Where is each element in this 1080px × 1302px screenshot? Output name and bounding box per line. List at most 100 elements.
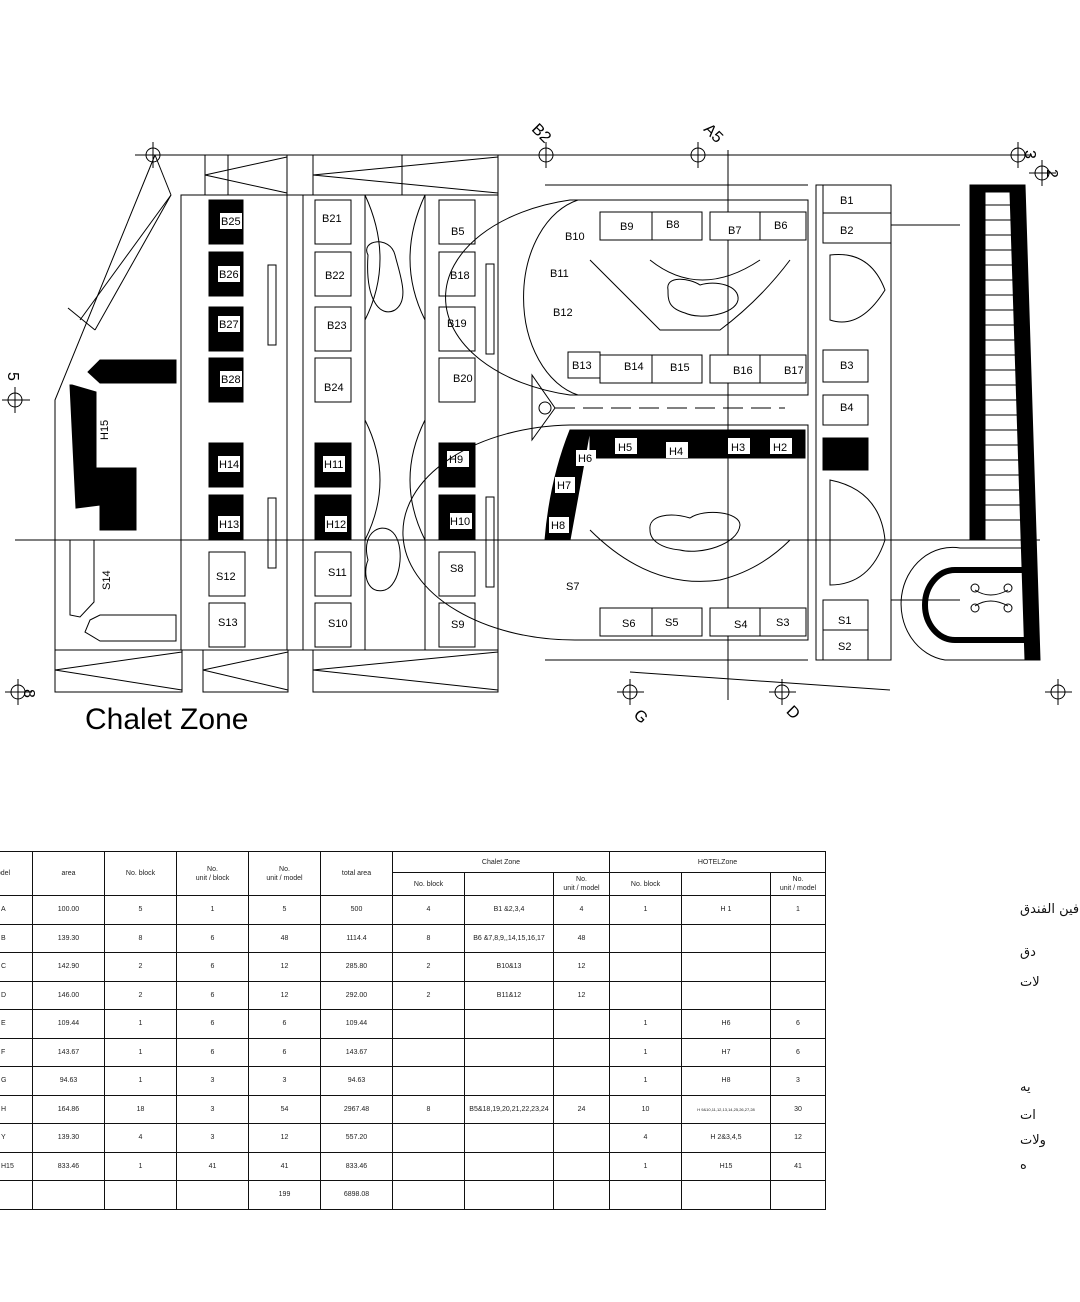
area-schedule-table: model area No. block No.unit / block No.… [0,851,826,1210]
svg-text:B19: B19 [447,318,467,330]
boundary-tick [67,307,96,331]
svg-text:B20: B20 [453,373,473,385]
cell-hz-blocks: H 2&3,4,5 [681,1123,771,1153]
cell-area [32,1180,105,1210]
cell-hz-no-block [609,952,682,982]
grid-markers [2,142,1072,705]
cell-no-block [104,1180,177,1210]
arabic-note: ه [1020,1158,1027,1173]
cell-model: F [0,1037,33,1067]
cell-unit-model: 199 [248,1180,321,1210]
cell-cz-units [553,1009,610,1039]
svg-text:H7: H7 [557,480,571,492]
cell-hz-no-block: 1 [609,895,682,925]
cell-unit-block: 6 [176,980,249,1010]
cell-hz-blocks: H 1 [681,895,771,925]
cell-hz-units: 3 [770,1066,826,1096]
svg-text:H6: H6 [578,453,592,465]
cell-hz-blocks [681,952,771,982]
svg-text:B15: B15 [670,362,690,374]
cell-no-block: 1 [104,1037,177,1067]
cell-model: C [0,952,33,982]
svg-text:H10: H10 [450,516,470,528]
cell-hz-no-block: 10 [609,1094,682,1124]
svg-text:H3: H3 [731,442,745,454]
svg-text:H13: H13 [219,519,239,531]
cell-cz-units: 24 [553,1094,610,1124]
cell-area: 100.00 [32,895,105,925]
label-s14: S14 [101,570,113,590]
cell-hz-units [770,952,826,982]
svg-text:B25: B25 [221,216,241,228]
cell-unit-model: 48 [248,923,321,953]
cell-cz-blocks: B11&12 [464,980,554,1010]
boundary-diagonal [94,194,172,331]
building-h15 [69,384,137,531]
svg-text:B26: B26 [219,269,239,281]
svg-text:S10: S10 [328,618,348,630]
middle-zone: B9 B8 B7 B6 B10 B11 B12 B13 B14 B15 B16 … [402,184,891,691]
header-area: area [32,851,105,896]
cell-cz-no-block [392,1151,465,1181]
svg-text:B12: B12 [553,307,573,319]
arabic-note: دق [1020,945,1036,960]
svg-text:B5: B5 [451,226,464,238]
arabic-note: ات [1020,1108,1036,1123]
header-cz-blocks [464,872,554,896]
cell-total-area: 143.67 [320,1037,393,1067]
cell-unit-model: 54 [248,1094,321,1124]
cell-cz-blocks: B6 &7,8,9,,14,15,16,17 [464,923,554,953]
cell-hz-units: 6 [770,1037,826,1067]
cell-total-area: 285.80 [320,952,393,982]
svg-text:H12: H12 [326,519,346,531]
cell-no-block: 8 [104,923,177,953]
svg-text:B9: B9 [620,221,633,233]
header-chalet-zone: Chalet Zone [392,851,610,873]
svg-text:S13: S13 [218,617,238,629]
cell-area: 139.30 [32,1123,105,1153]
svg-text:B8: B8 [666,219,679,231]
service-zone: B1 B2 B3 B4 S1 S2 [815,184,960,661]
cell-cz-no-block: 2 [392,980,465,1010]
cell-unit-model: 6 [248,1009,321,1039]
svg-text:B18: B18 [450,270,470,282]
svg-text:B28: B28 [221,374,241,386]
svg-text:S7: S7 [566,581,579,593]
svg-text:H2: H2 [773,442,787,454]
svg-text:H11: H11 [324,459,343,471]
cell-area: 146.00 [32,980,105,1010]
cell-area: 143.67 [32,1037,105,1067]
cell-total-area: 292.00 [320,980,393,1010]
header-model: model [0,851,33,896]
cell-total-area: 833.46 [320,1151,393,1181]
cell-hz-units: 1 [770,895,826,925]
cell-hz-units [770,923,826,953]
bottom-road-box [54,649,183,693]
cell-area: 139.30 [32,923,105,953]
svg-text:B4: B4 [840,402,853,414]
top-road-box [204,154,288,196]
cell-hz-blocks [681,923,771,953]
cell-hz-units [770,1180,826,1210]
cell-cz-no-block: 8 [392,1094,465,1124]
svg-text:S4: S4 [734,619,747,631]
svg-text:B10: B10 [565,231,585,243]
arabic-note: ولات [1020,1133,1046,1148]
header-hz-unit-model: No.unit / model [770,872,826,896]
cell-total-area: 1114.4 [320,923,393,953]
cell-cz-blocks [464,1123,554,1153]
svg-text:B6: B6 [774,220,787,232]
header-no-block: No. block [104,851,177,896]
hotel-main-building [900,184,1041,661]
cell-hz-blocks: H8 [681,1066,771,1096]
arabic-note: يه [1020,1080,1031,1095]
svg-text:H8: H8 [551,520,565,532]
svg-text:B14: B14 [624,361,644,373]
cell-hz-no-block [609,1180,682,1210]
cell-cz-no-block [392,1037,465,1067]
